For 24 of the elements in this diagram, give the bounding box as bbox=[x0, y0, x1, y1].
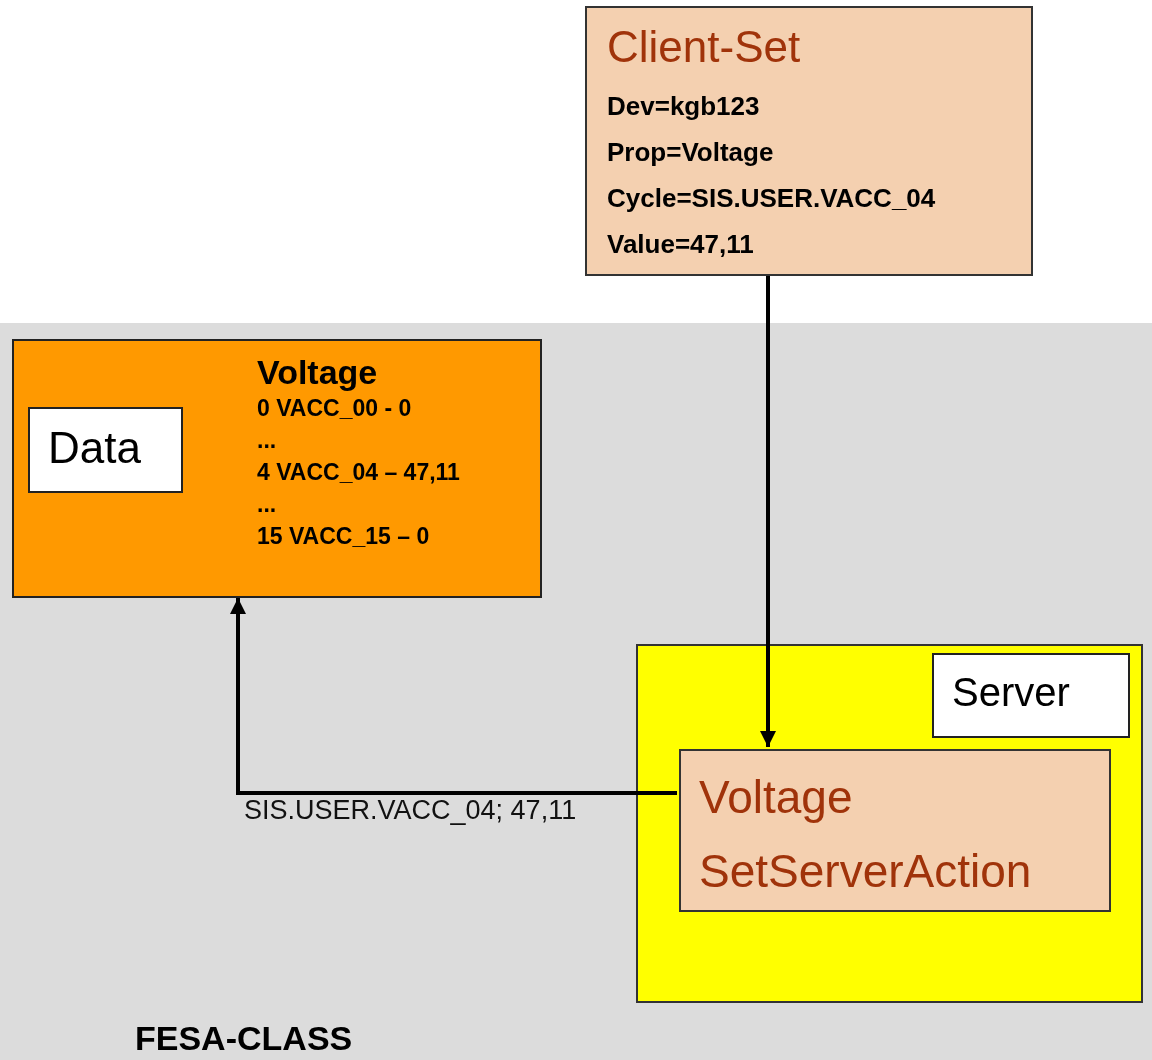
label-box bbox=[28, 407, 183, 493]
data-box bbox=[12, 339, 542, 598]
node-title: Client-Set bbox=[607, 22, 801, 73]
class-panel bbox=[0, 323, 1152, 1060]
process-box bbox=[585, 6, 1033, 276]
node-text: 15 VACC_15 – 0 bbox=[257, 523, 430, 550]
arrow bbox=[230, 598, 677, 795]
node-text: Prop=Voltage bbox=[607, 138, 774, 168]
node-text: Value=47,11 bbox=[607, 230, 754, 260]
node-title: Data bbox=[48, 423, 141, 474]
node-text: 4 VACC_04 – 47,11 bbox=[257, 459, 460, 486]
node-text: Cycle=SIS.USER.VACC_04 bbox=[607, 184, 936, 214]
node-title: Voltage SetServerAction bbox=[699, 770, 1033, 899]
node-text: ... bbox=[257, 491, 277, 518]
node-text: 0 VACC_00 - 0 bbox=[257, 395, 412, 422]
node-text: Dev=kgb123 bbox=[607, 92, 760, 122]
node-title: Server bbox=[952, 669, 1070, 715]
server-box bbox=[636, 644, 1143, 1003]
node-title: Voltage bbox=[257, 353, 378, 393]
action-box bbox=[679, 749, 1111, 912]
arrow bbox=[760, 276, 776, 747]
node-title: FESA-CLASS bbox=[135, 1019, 353, 1059]
node-text: ... bbox=[257, 427, 277, 454]
label-box bbox=[932, 653, 1130, 738]
